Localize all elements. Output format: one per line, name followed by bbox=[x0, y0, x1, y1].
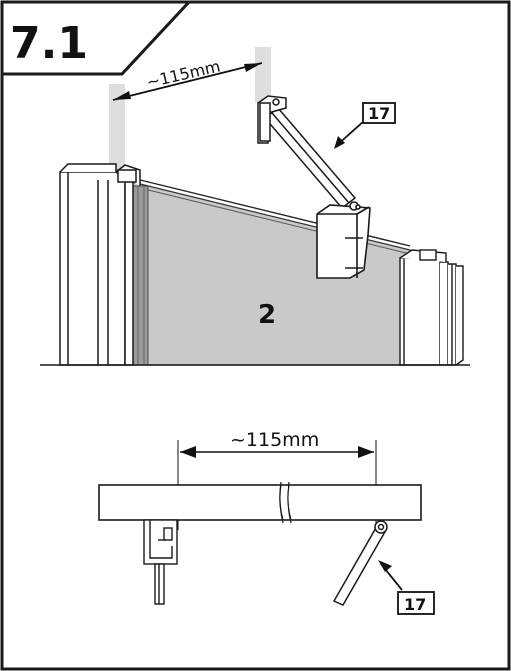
perspective-view: ~115mm 2 bbox=[40, 47, 470, 366]
wall-post-right bbox=[255, 47, 271, 103]
top-part-callout: 17 bbox=[334, 102, 396, 149]
plan-part-number: 17 bbox=[404, 595, 426, 614]
panel-number: 2 bbox=[258, 300, 276, 330]
left-wall-profile bbox=[59, 163, 141, 366]
right-wall-profile bbox=[399, 249, 464, 366]
plan-stabiliser-bar bbox=[332, 520, 388, 606]
plan-view: ~115mm bbox=[98, 429, 435, 615]
plan-dimension-line: ~115mm bbox=[180, 429, 374, 458]
step-tab: 7.1 bbox=[0, 0, 193, 76]
top-part-number: 17 bbox=[368, 104, 390, 123]
plan-dimension-label: ~115mm bbox=[230, 429, 319, 451]
wall-post-left bbox=[109, 84, 125, 176]
wall-bracket bbox=[257, 95, 287, 144]
glass-clamp bbox=[316, 201, 371, 279]
plan-bar-section bbox=[98, 481, 422, 524]
step-number: 7.1 bbox=[10, 18, 88, 69]
plan-part-callout: 17 bbox=[378, 560, 435, 615]
plan-wall-profile bbox=[143, 519, 178, 605]
